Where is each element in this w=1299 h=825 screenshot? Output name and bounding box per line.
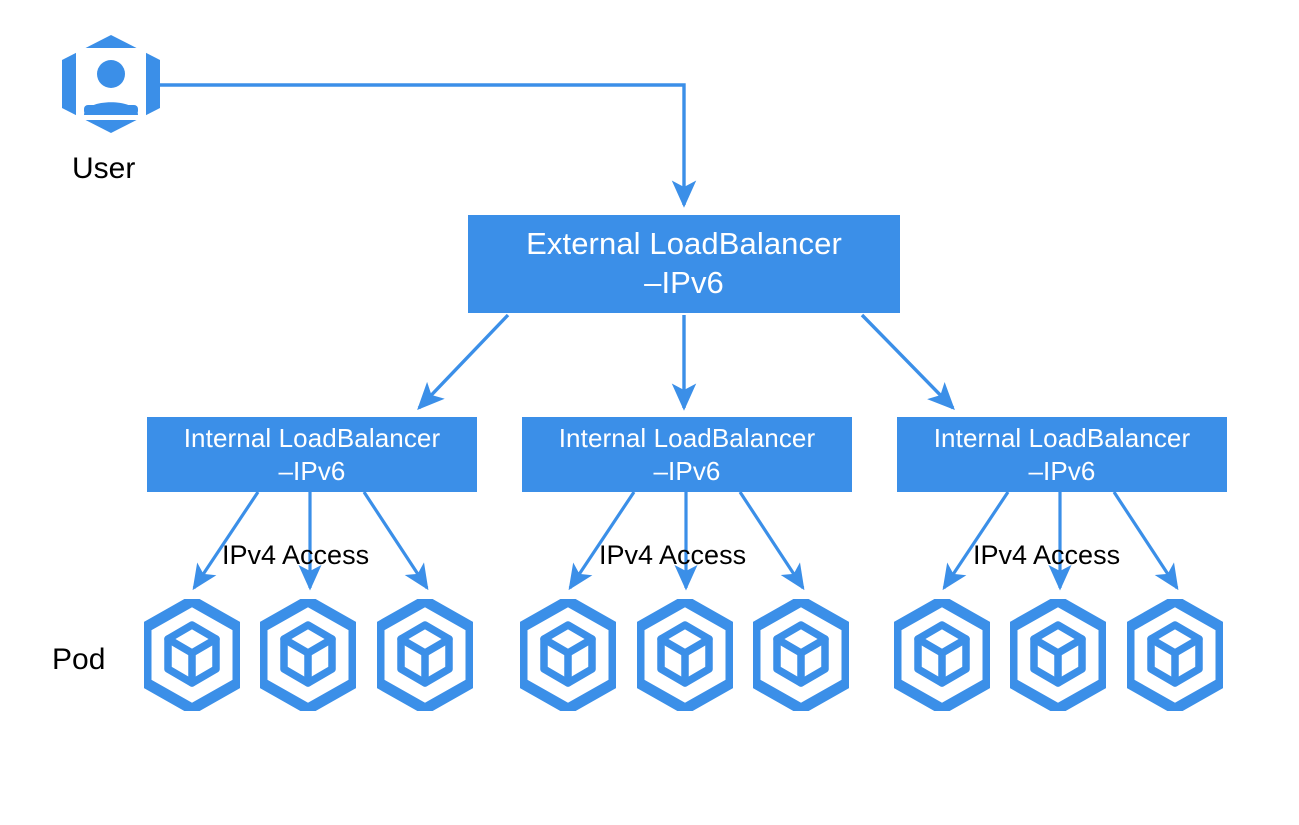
external-loadbalancer-line2: –IPv6 (644, 265, 724, 300)
user-label: User (72, 152, 136, 185)
internal-loadbalancer-box-1[interactable]: Internal LoadBalancer –IPv6 (147, 417, 477, 492)
user-hexagon-icon-svg (62, 35, 160, 133)
pod-cube-hexagon-icon-svg (1127, 599, 1223, 711)
pod-cube-hexagon-icon-svg (144, 599, 240, 711)
internal-loadbalancer-3-line1: Internal LoadBalancer (933, 423, 1191, 453)
edge-external-to-internal-lb-3 (860, 313, 955, 410)
pod-cube-hexagon-icon-3[interactable] (377, 599, 473, 711)
edge-internal-lb-2-to-pod-3 (738, 491, 805, 591)
edge-label-ipv4-access-3: IPv4 Access (973, 540, 1121, 570)
internal-loadbalancer-box-2[interactable]: Internal LoadBalancer –IPv6 (522, 417, 852, 492)
external-loadbalancer-line1: External LoadBalancer (526, 226, 842, 262)
edge-label-ipv4-access-2: IPv4 Access (599, 540, 747, 570)
pod-cube-hexagon-icon-4[interactable] (520, 599, 616, 711)
pod-cube-hexagon-icon-svg (377, 599, 473, 711)
pod-cube-hexagon-icon-8[interactable] (1010, 599, 1106, 711)
edge-internal-lb-1-to-pod-3 (362, 491, 429, 591)
pod-cube-hexagon-icon-svg (637, 599, 733, 711)
edge-label-ipv4-access-1: IPv4 Access (222, 540, 370, 570)
pod-cube-hexagon-icon-1[interactable] (144, 599, 240, 711)
internal-loadbalancer-2-line2: –IPv6 (653, 455, 721, 486)
internal-loadbalancer-2-line1: Internal LoadBalancer (558, 423, 816, 453)
pod-cube-hexagon-icon-svg (894, 599, 990, 711)
internal-loadbalancer-1-line1: Internal LoadBalancer (183, 423, 441, 453)
user-hexagon-icon[interactable] (62, 35, 160, 133)
internal-loadbalancer-box-3[interactable]: Internal LoadBalancer –IPv6 (897, 417, 1227, 492)
pod-cube-hexagon-icon-svg (520, 599, 616, 711)
internal-loadbalancer-3-line2: –IPv6 (1028, 455, 1096, 486)
edge-internal-lb-3-to-pod-3 (1112, 491, 1179, 591)
edge-user-to-external-lb (160, 83, 697, 208)
pod-cube-hexagon-icon-9[interactable] (1127, 599, 1223, 711)
pod-cube-hexagon-icon-6[interactable] (753, 599, 849, 711)
pod-cube-hexagon-icon-2[interactable] (260, 599, 356, 711)
pod-cube-hexagon-icon-svg (260, 599, 356, 711)
internal-loadbalancer-1-line2: –IPv6 (278, 455, 346, 486)
edge-external-to-internal-lb-1 (417, 313, 510, 410)
pod-cube-hexagon-icon-7[interactable] (894, 599, 990, 711)
pod-cube-hexagon-icon-svg (1010, 599, 1106, 711)
pod-cube-hexagon-icon-svg (753, 599, 849, 711)
external-loadbalancer-box[interactable]: External LoadBalancer –IPv6 (468, 215, 900, 313)
pod-row-label: Pod (52, 643, 106, 676)
pod-cube-hexagon-icon-5[interactable] (637, 599, 733, 711)
